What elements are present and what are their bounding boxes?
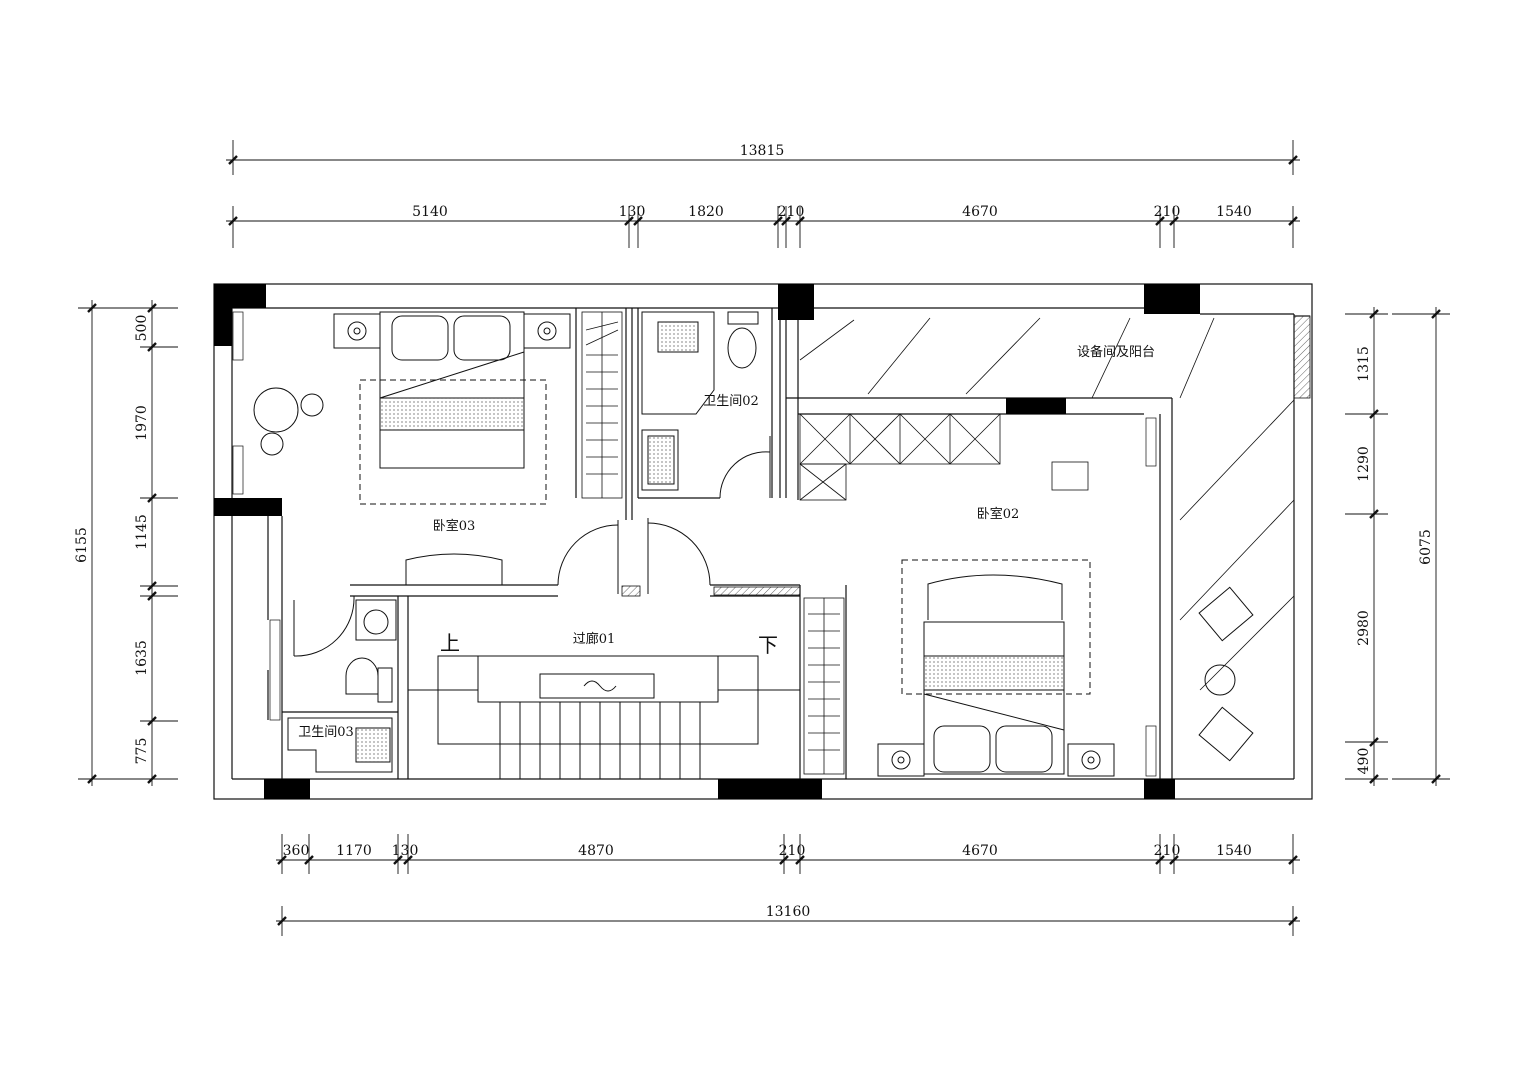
dimension-lines — [78, 140, 1450, 936]
dim-top-5140: 5140 — [412, 204, 448, 220]
bed-bedroom03 — [333, 311, 571, 505]
dimension-ticks — [87, 155, 1441, 926]
walls — [213, 283, 1313, 800]
bathroom02-fixtures — [641, 311, 771, 499]
cabinets-equipment — [799, 413, 1089, 501]
wardrobe-bedroom03 — [581, 311, 623, 499]
dim-top-210b: 210 — [1154, 204, 1181, 220]
dim-bottom-4870: 4870 — [578, 843, 614, 859]
table-bedroom03 — [253, 387, 503, 585]
room-label-bedroom03: 卧室03 — [433, 518, 476, 534]
dim-right-1315: 1315 — [1356, 346, 1372, 382]
room-label-equipment-balcony: 设备间及阳台 — [1077, 344, 1155, 360]
dim-bottom-130: 130 — [392, 843, 419, 859]
dim-left-1970: 1970 — [134, 405, 150, 441]
dim-right-total: 6075 — [1418, 529, 1434, 565]
dim-left-1635: 1635 — [134, 640, 150, 676]
bed-bedroom02 — [877, 559, 1115, 777]
balcony-chairs — [1198, 586, 1254, 762]
dim-top-1540: 1540 — [1216, 204, 1252, 220]
room-label-bathroom03: 卫生间03 — [298, 725, 354, 740]
dim-right-490: 490 — [1356, 748, 1372, 775]
hatch-wall-door — [621, 585, 641, 597]
dim-bottom-210b: 210 — [1154, 843, 1181, 859]
windows — [232, 311, 1157, 777]
stairs — [408, 655, 800, 779]
wardrobe-bedroom02 — [803, 597, 845, 775]
hatch-wall-corridor — [713, 586, 801, 596]
dim-top-210a: 210 — [778, 204, 805, 220]
bathroom03-fixtures — [287, 599, 397, 773]
dim-left-500: 500 — [134, 315, 150, 342]
room-label-corridor01: 过廊01 — [573, 631, 616, 647]
balcony-diagonals — [799, 317, 1295, 691]
dim-left-total: 6155 — [74, 527, 90, 563]
dim-top-4670: 4670 — [962, 204, 998, 220]
room-label-bedroom02: 卧室02 — [977, 506, 1020, 522]
dim-bottom-360: 360 — [283, 843, 310, 859]
dim-top-total: 13815 — [740, 143, 785, 159]
dim-right-2980: 2980 — [1356, 610, 1372, 646]
dim-left-775: 775 — [134, 738, 150, 765]
dim-left-1145: 1145 — [134, 514, 150, 550]
dim-top-1820: 1820 — [688, 204, 724, 220]
stair-up-label: 上 — [440, 631, 460, 655]
corridor-doors — [293, 518, 711, 657]
dim-right-1290: 1290 — [1356, 446, 1372, 482]
stair-down-label: 下 — [758, 633, 778, 657]
room-label-bathroom02: 卫生间02 — [703, 394, 759, 409]
dim-bottom-4670: 4670 — [962, 843, 998, 859]
hatch-wall-balcony — [1293, 315, 1311, 399]
dim-top-130: 130 — [619, 204, 646, 220]
dim-bottom-1170: 1170 — [336, 843, 372, 859]
dim-bottom-210a: 210 — [779, 843, 806, 859]
dim-bottom-total: 13160 — [766, 904, 811, 920]
structural-columns — [214, 284, 1200, 799]
dim-bottom-1540: 1540 — [1216, 843, 1252, 859]
